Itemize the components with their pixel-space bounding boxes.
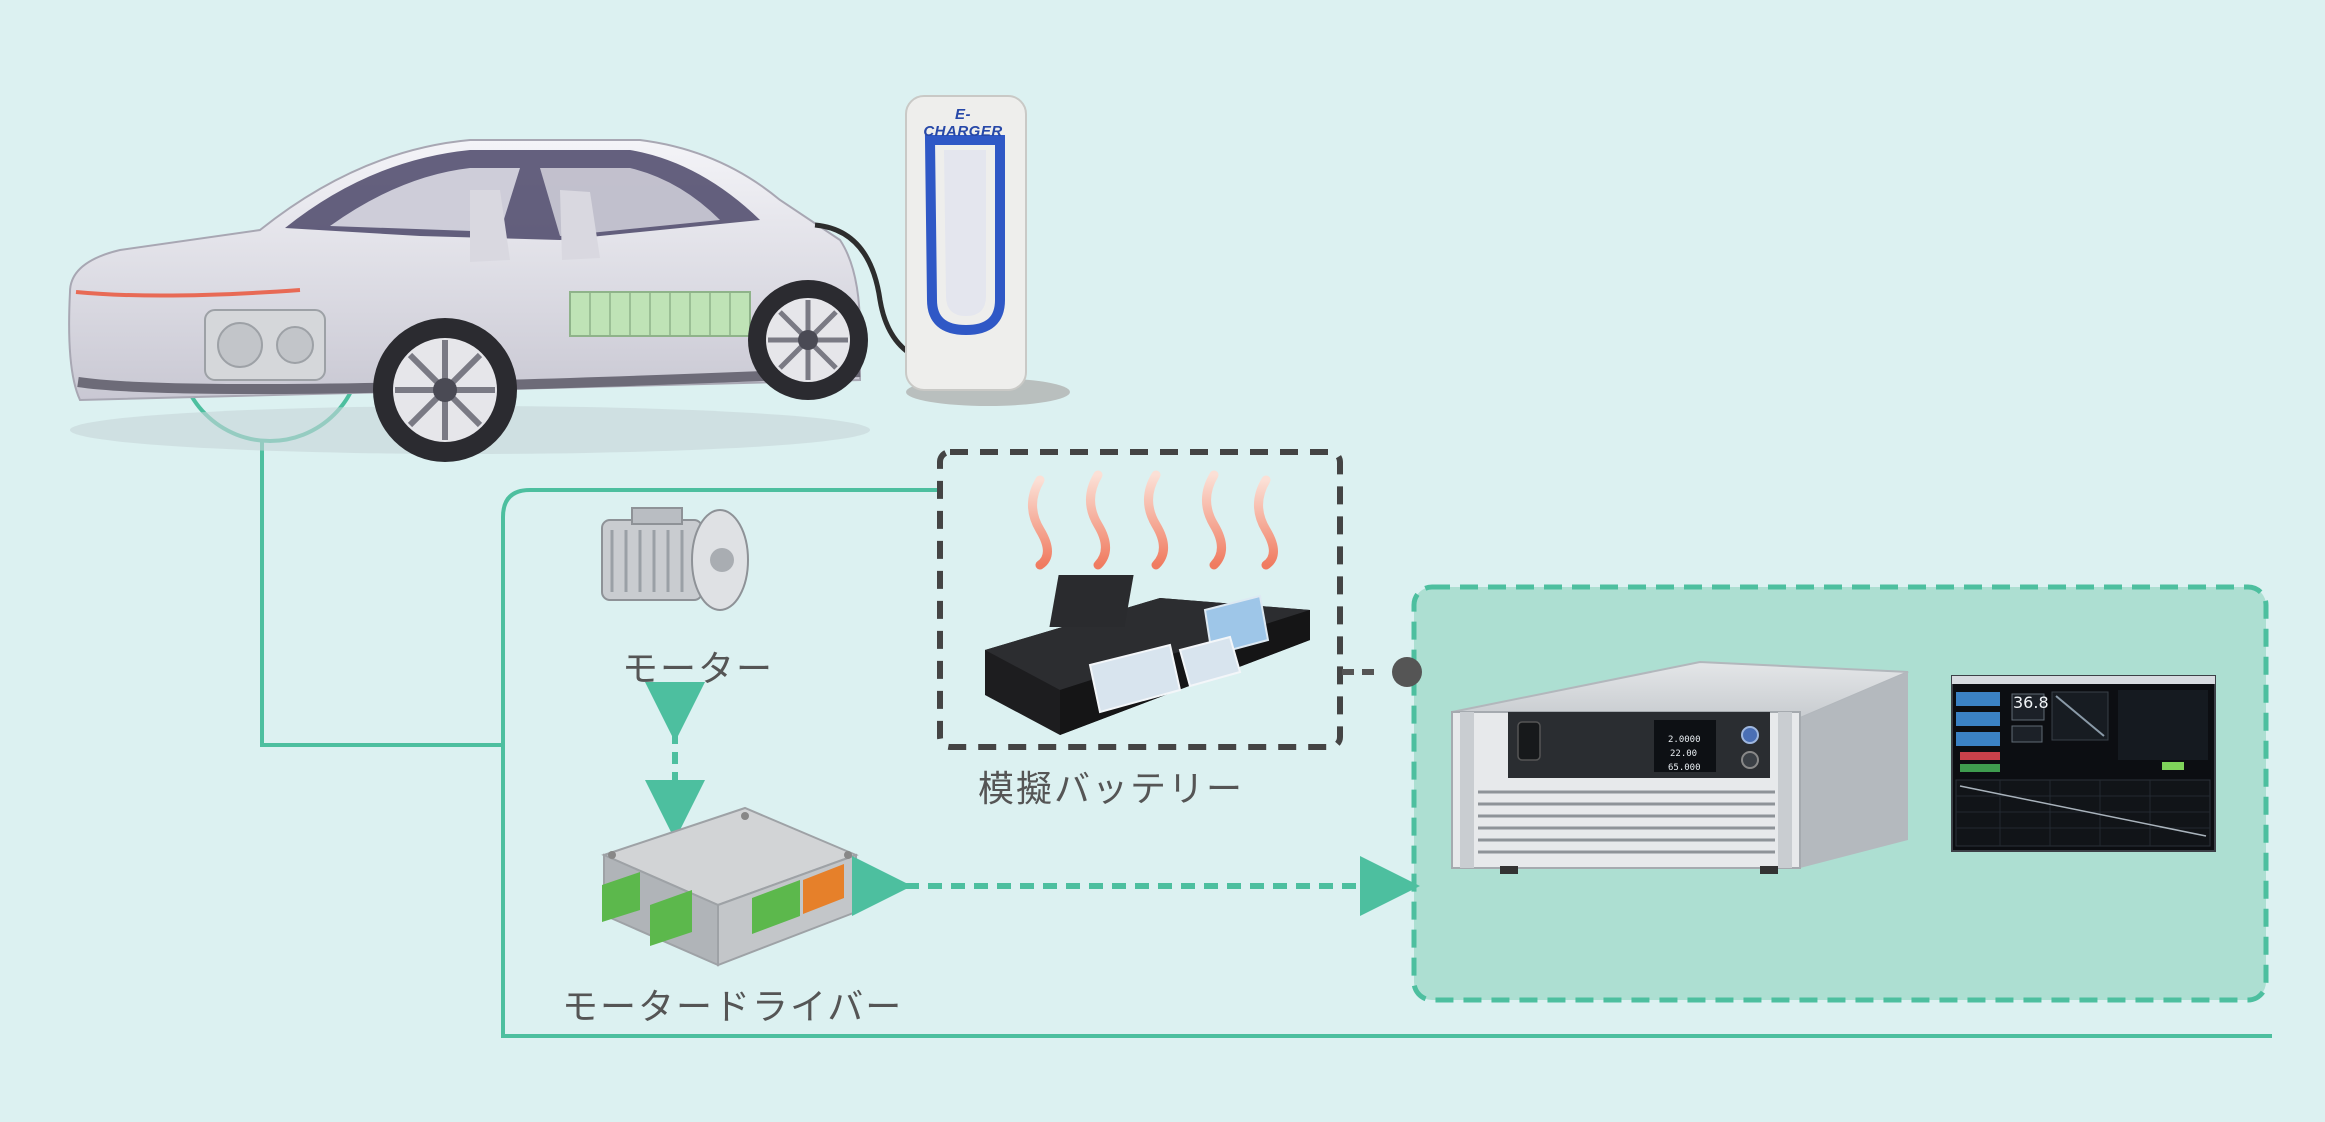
psu-readout-2: 22.00 bbox=[1670, 749, 1698, 759]
ev-charger-image bbox=[905, 95, 1070, 406]
heat-wave-icon bbox=[1028, 470, 1278, 570]
motor-label: モーター bbox=[622, 649, 775, 690]
connection-lines bbox=[260, 440, 2272, 1038]
power-supply-unit-image bbox=[1451, 660, 1909, 874]
psu-readout-1: 2.0000 bbox=[1668, 735, 1701, 745]
electric-car-image bbox=[68, 139, 988, 462]
motor-image bbox=[601, 507, 749, 611]
psu-readout-3: 65.000 bbox=[1668, 763, 1701, 773]
monitoring-software-screen bbox=[1951, 675, 2216, 852]
battery-pack-image bbox=[985, 575, 1310, 735]
battery-connector bbox=[1342, 657, 1422, 687]
software-main-readout: 36.8 bbox=[2013, 693, 2049, 712]
motor-driver-label: モータードライバー bbox=[562, 987, 904, 1028]
charger-brand-label: E-CHARGER bbox=[923, 106, 1003, 140]
motor-driver-image bbox=[601, 806, 859, 967]
simulated-battery-box bbox=[937, 449, 1343, 750]
simulated-battery-label: 模擬バッテリー bbox=[978, 769, 1245, 810]
